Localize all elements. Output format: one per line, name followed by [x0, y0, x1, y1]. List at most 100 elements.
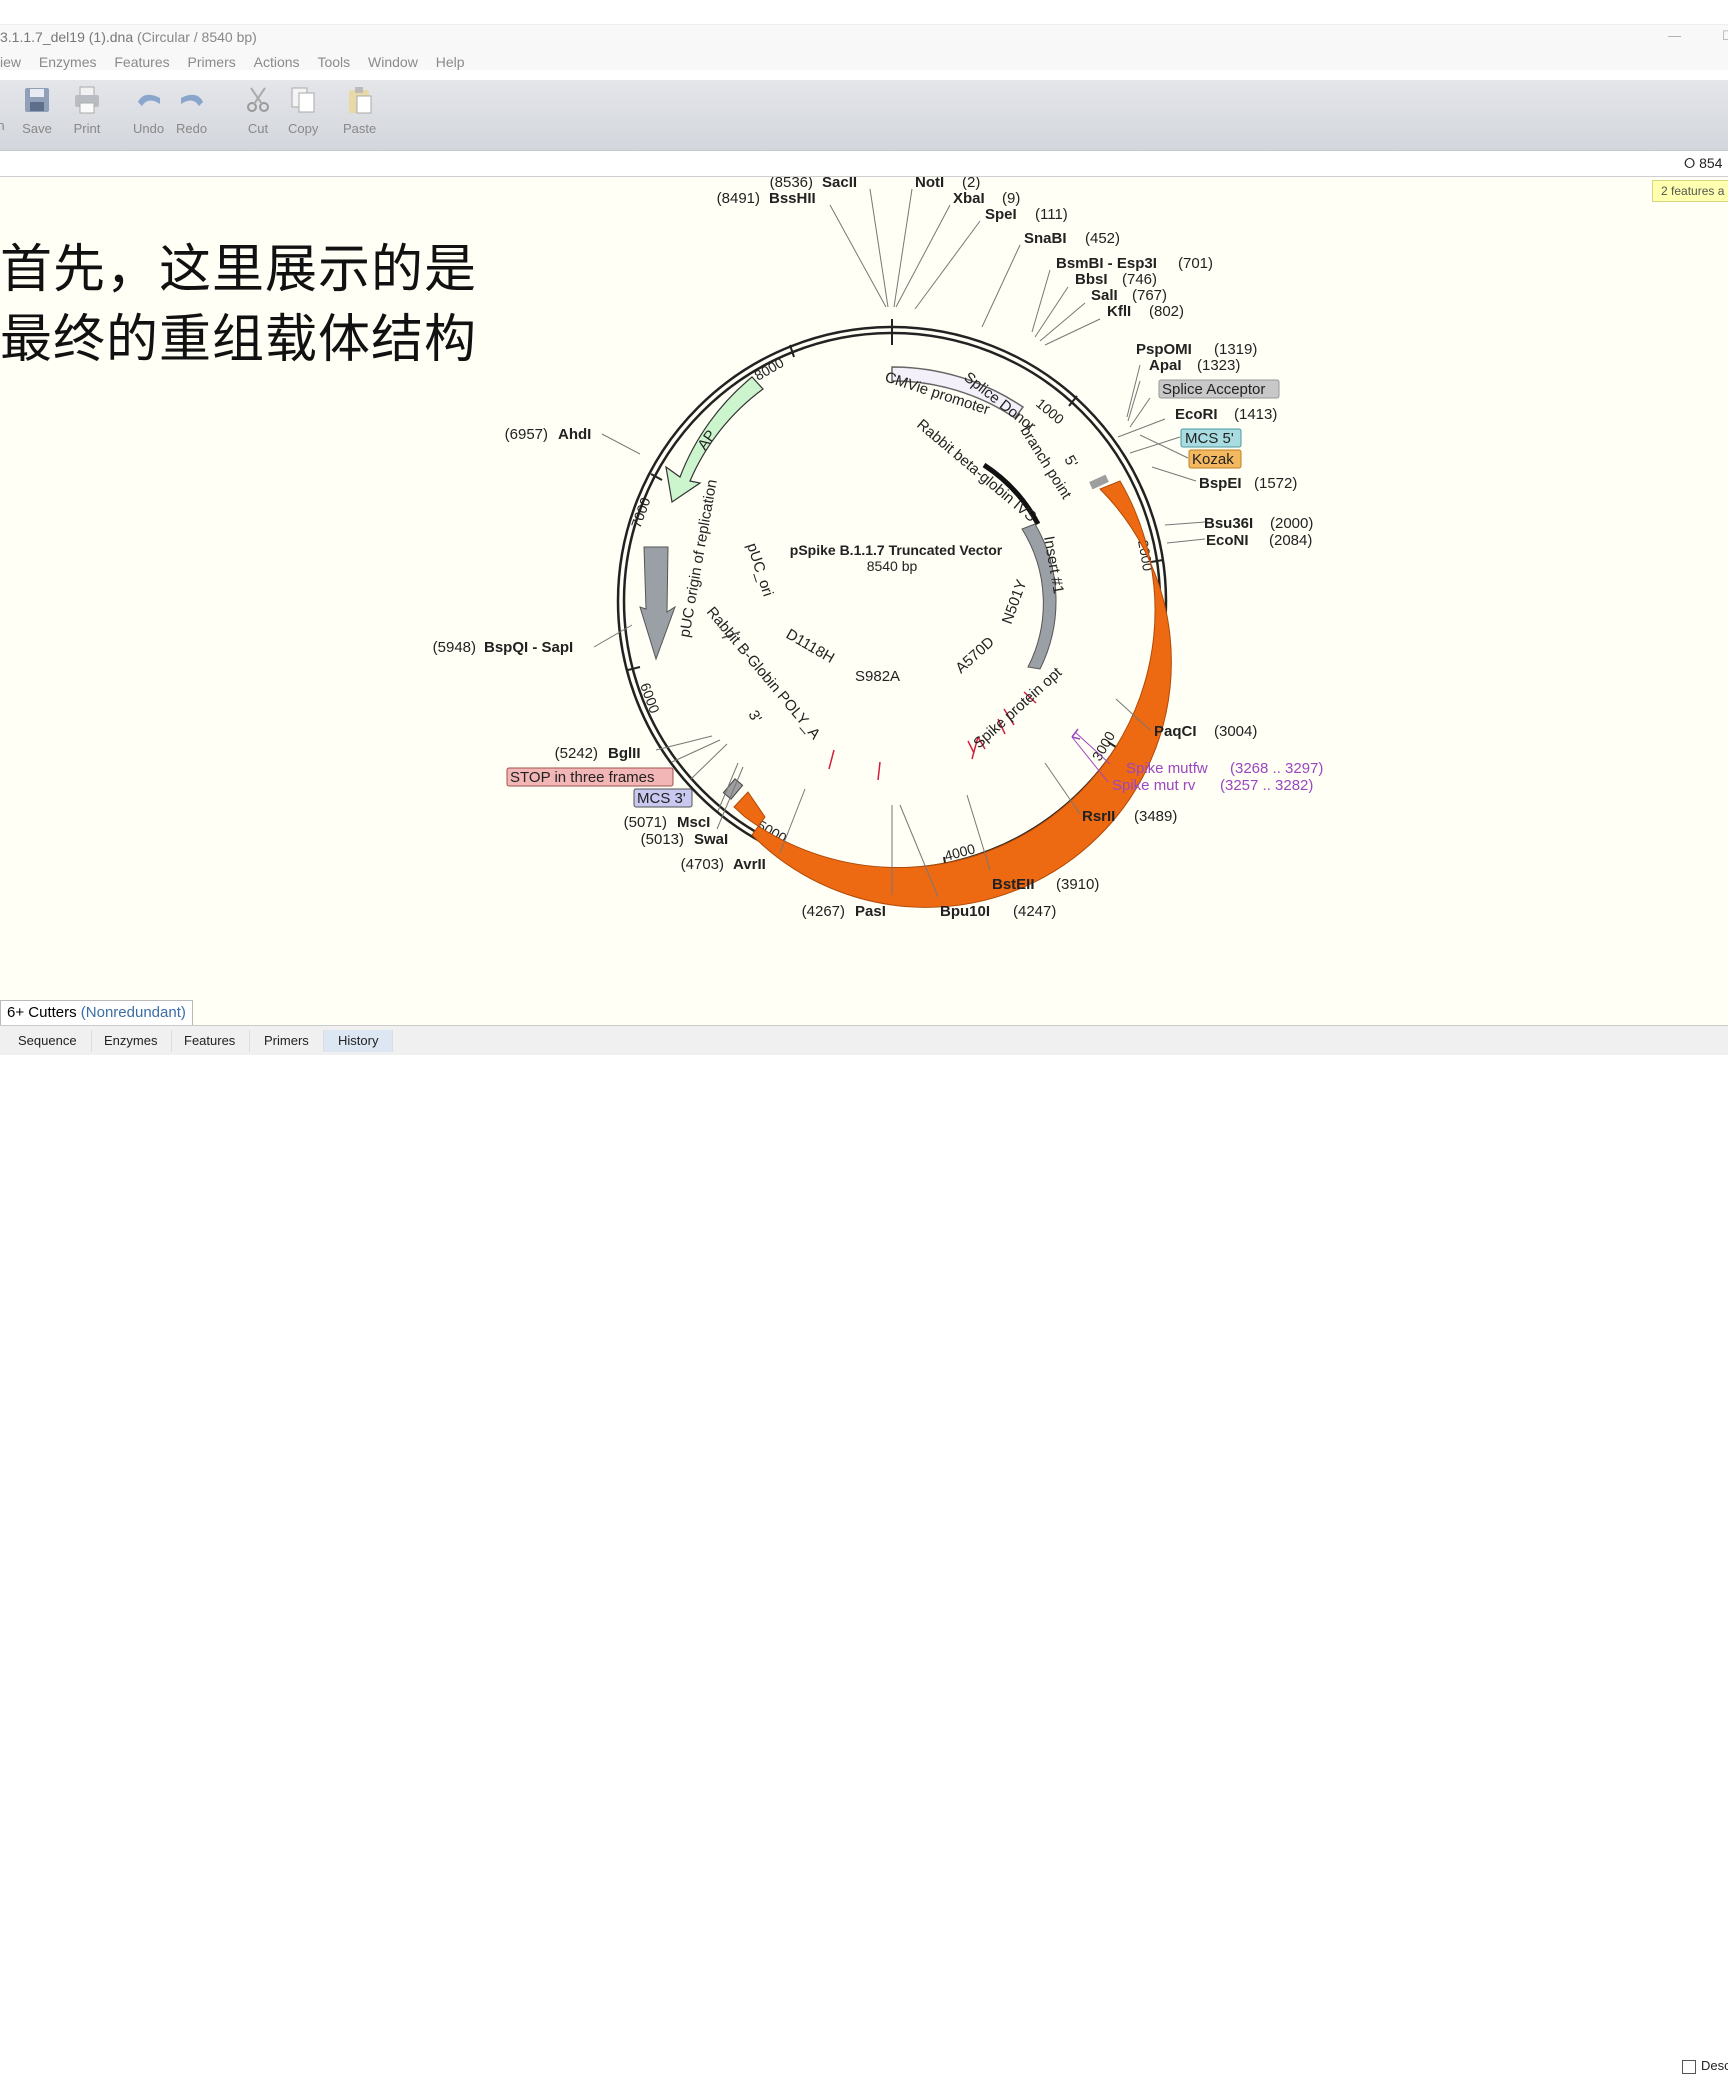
open-label: n: [0, 118, 5, 133]
desc-checkbox[interactable]: Desc: [1682, 2058, 1728, 2074]
site-bbsi[interactable]: BbsI(746): [1075, 271, 1157, 288]
site-bspqi[interactable]: (5948)BspQI - SapI: [433, 639, 574, 656]
puc-origin-arrow[interactable]: [639, 546, 676, 661]
mut-mark-3: [997, 718, 1006, 735]
menu-view[interactable]: iew: [0, 54, 22, 70]
redo-label: Redo: [176, 121, 208, 136]
tab-enzymes[interactable]: Enzymes: [90, 1030, 173, 1052]
mut-mark-8: [877, 761, 881, 781]
backbone-inner: [622, 331, 1162, 871]
site-noti[interactable]: NotI(2): [915, 177, 980, 191]
site-kfli[interactable]: KflI(802): [1107, 303, 1184, 320]
primer-labels: Spike mutfw (3268 .. 3297) Spike mut rv …: [1071, 728, 1323, 794]
site-ahdi[interactable]: (6957)AhdI: [505, 426, 592, 443]
mcs3-label[interactable]: MCS 3': [637, 790, 686, 807]
menu-features[interactable]: Features: [114, 54, 170, 70]
print-button[interactable]: Print: [72, 86, 102, 136]
site-bsu36i[interactable]: Bsu36I(2000): [1204, 515, 1313, 532]
menu-enzymes[interactable]: Enzymes: [38, 54, 97, 70]
menu-tools[interactable]: Tools: [317, 54, 351, 70]
primer-mutfw-name[interactable]: Spike mutfw: [1126, 760, 1208, 777]
stop-label[interactable]: STOP in three frames: [510, 769, 655, 786]
site-apai-pos: (1323): [1197, 357, 1240, 374]
mutation-d1118h: D1118H: [783, 626, 837, 667]
copy-button[interactable]: Copy: [288, 86, 318, 136]
mutation-s982a: S982A: [855, 668, 900, 685]
plasmid-map[interactable]: 1000 2000 3000 4000 5000 6000 7000 8000: [0, 177, 1728, 1025]
leader-bspqi: [593, 624, 633, 648]
site-snabi[interactable]: SnaBI(452): [1024, 230, 1120, 247]
cmv-promoter-arrow[interactable]: [891, 366, 1025, 420]
redo-button[interactable]: Redo: [176, 86, 207, 136]
tab-history[interactable]: History: [324, 1030, 394, 1052]
menu-primers[interactable]: Primers: [187, 54, 236, 70]
enzyme-set-selector[interactable]: 6+ Cutters (Nonredundant): [0, 1000, 193, 1026]
tick-7000: [650, 473, 663, 481]
site-ecori[interactable]: EcoRI(1413): [1175, 406, 1277, 423]
leader-kfli: [1044, 318, 1101, 346]
site-bspei[interactable]: BspEI(1572): [1199, 475, 1297, 492]
mcs5-label[interactable]: MCS 5': [1185, 430, 1234, 447]
site-bpu10i-pos: (4247): [1013, 903, 1056, 920]
leader-sacii: [869, 188, 889, 308]
leader-bsshii: [829, 204, 887, 308]
open-button[interactable]: n: [0, 86, 6, 133]
site-pasi[interactable]: (4267)PasI: [802, 903, 886, 920]
copy-icon: [291, 87, 315, 113]
site-sacii[interactable]: (8536)SacII: [770, 177, 857, 191]
leader-bsteii: [966, 794, 991, 871]
checkbox-icon: [1682, 2059, 1696, 2074]
minimize-button[interactable]: —: [1668, 28, 1681, 43]
mutation-n501y: N501Y: [999, 577, 1031, 626]
site-avrii[interactable]: (4703)AvrII: [681, 856, 766, 873]
undo-button[interactable]: Undo: [133, 86, 164, 136]
site-bsteii[interactable]: BstEII(3910): [992, 876, 1099, 893]
boxed-labels: Splice Acceptor MCS 5' Kozak STOP in thr…: [506, 379, 1280, 808]
open-icon: [0, 86, 6, 114]
splice-acceptor-label[interactable]: Splice Acceptor: [1162, 381, 1265, 398]
leader-ecori: [1117, 418, 1166, 438]
kozak-label[interactable]: Kozak: [1192, 451, 1234, 468]
site-rsrii-pos: (3489): [1134, 808, 1177, 825]
tab-features[interactable]: Features: [170, 1030, 251, 1052]
site-bsmbi[interactable]: BsmBI - Esp3I(701): [1056, 255, 1213, 272]
site-msci[interactable]: (5071)MscI: [624, 814, 711, 831]
site-swai[interactable]: (5013)SwaI: [641, 831, 729, 848]
site-bsu36i-pos: (2000): [1270, 515, 1313, 532]
mut-mark-1: [1023, 691, 1037, 704]
toolbar: n Save Print Undo Redo Cut Copy Paste: [0, 80, 1728, 151]
site-econi[interactable]: EcoNI(2084): [1206, 532, 1312, 549]
menu-window[interactable]: Window: [368, 54, 418, 70]
tab-sequence[interactable]: Sequence: [4, 1030, 92, 1052]
site-sali[interactable]: SalI(767): [1091, 287, 1167, 304]
leader-swai: [716, 766, 744, 830]
insert-feature[interactable]: [1021, 523, 1057, 670]
site-bsshii[interactable]: (8491)BssHII: [717, 190, 816, 207]
puc-ori-label: pUC_ori: [743, 541, 776, 599]
restore-button[interactable]: ☐: [1722, 28, 1728, 43]
menu-actions[interactable]: Actions: [253, 54, 300, 70]
site-bglii[interactable]: (5242)BglII: [555, 745, 641, 762]
rabbit-ivs-bar[interactable]: [982, 462, 1041, 526]
paste-button[interactable]: Paste: [343, 86, 376, 136]
site-spei[interactable]: SpeI(111): [985, 206, 1068, 223]
save-button[interactable]: Save: [22, 86, 52, 136]
tab-primers[interactable]: Primers: [250, 1030, 324, 1052]
kozak-box: [1188, 449, 1242, 469]
primer-arrow: [1071, 728, 1081, 740]
ap-arrow[interactable]: [665, 376, 764, 504]
primer-mutrv-name[interactable]: Spike mut rv: [1112, 777, 1196, 794]
site-bbsi-pos: (746): [1122, 271, 1157, 288]
map-canvas[interactable]: 1000 2000 3000 4000 5000 6000 7000 8000: [0, 177, 1728, 1025]
menu-help[interactable]: Help: [435, 54, 465, 70]
site-bspei-pos: (1572): [1254, 475, 1297, 492]
cut-button[interactable]: Cut: [243, 86, 273, 136]
site-pspomi[interactable]: PspOMI(1319): [1136, 341, 1257, 358]
site-paqci[interactable]: PaqCI(3004): [1154, 723, 1257, 740]
five-prime-label: 5': [1061, 453, 1081, 471]
site-apai[interactable]: ApaI(1323): [1149, 357, 1240, 374]
site-rsrii[interactable]: RsrII(3489): [1082, 808, 1177, 825]
site-xbai[interactable]: XbaI(9): [953, 190, 1020, 207]
file-info: (Circular / 8540 bp): [137, 29, 257, 45]
site-bpu10i[interactable]: Bpu10I(4247): [940, 903, 1056, 920]
